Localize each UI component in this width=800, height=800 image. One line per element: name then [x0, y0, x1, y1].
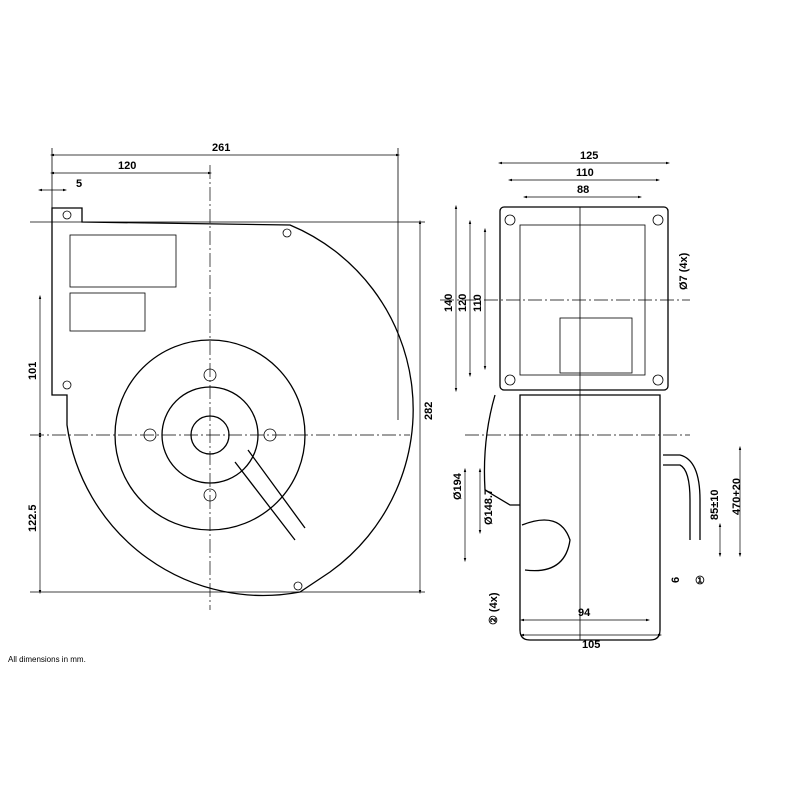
label-plate	[69, 234, 177, 288]
dim-inlet-h: 110	[472, 294, 484, 312]
dim-hole-pitch-h: 120	[457, 294, 469, 312]
lead-wire	[663, 454, 701, 540]
cable-length: 470+20	[731, 478, 743, 515]
impeller-blades	[559, 317, 633, 374]
dim-inlet-w: 88	[577, 184, 589, 196]
hole-note: Ø7 (4x)	[678, 252, 690, 290]
dim-hole-pitch-w: 110	[576, 167, 594, 179]
dim-flange-height: 140	[443, 294, 455, 312]
note-1: ①	[695, 575, 705, 587]
cable	[234, 449, 306, 541]
dim-center-offset: 120	[118, 160, 136, 172]
dim-94: 94	[578, 607, 591, 619]
dim-flange-width: 125	[580, 150, 598, 162]
dim-105: 105	[582, 639, 600, 651]
motor-body	[519, 394, 661, 641]
dia-inner: Ø148.7	[483, 489, 495, 525]
side-view: 125 110 88 140 120 110 Ø7 (4x) Ø194 Ø148…	[440, 150, 743, 651]
dim-6: 6	[670, 577, 682, 583]
cable-strip: 85±10	[709, 489, 721, 520]
footnote: All dimensions in mm.	[8, 655, 86, 664]
dim-width: 261	[212, 142, 230, 154]
dim-flange: 5	[76, 178, 82, 190]
dim-upper: 101	[27, 362, 39, 380]
flange-plate	[499, 206, 669, 391]
dim-lower: 122.5	[27, 504, 39, 532]
cable-gland	[521, 519, 571, 572]
note-2: ② (4x)	[488, 592, 500, 625]
inlet-nozzle	[483, 394, 520, 506]
volute-housing	[51, 207, 414, 597]
mounting-holes	[62, 210, 303, 591]
label-plate-2	[69, 292, 146, 332]
dia-outer: Ø194	[452, 472, 464, 500]
dim-height: 282	[423, 402, 435, 420]
front-view: 261 120 5 101 122.5 282	[27, 142, 435, 610]
